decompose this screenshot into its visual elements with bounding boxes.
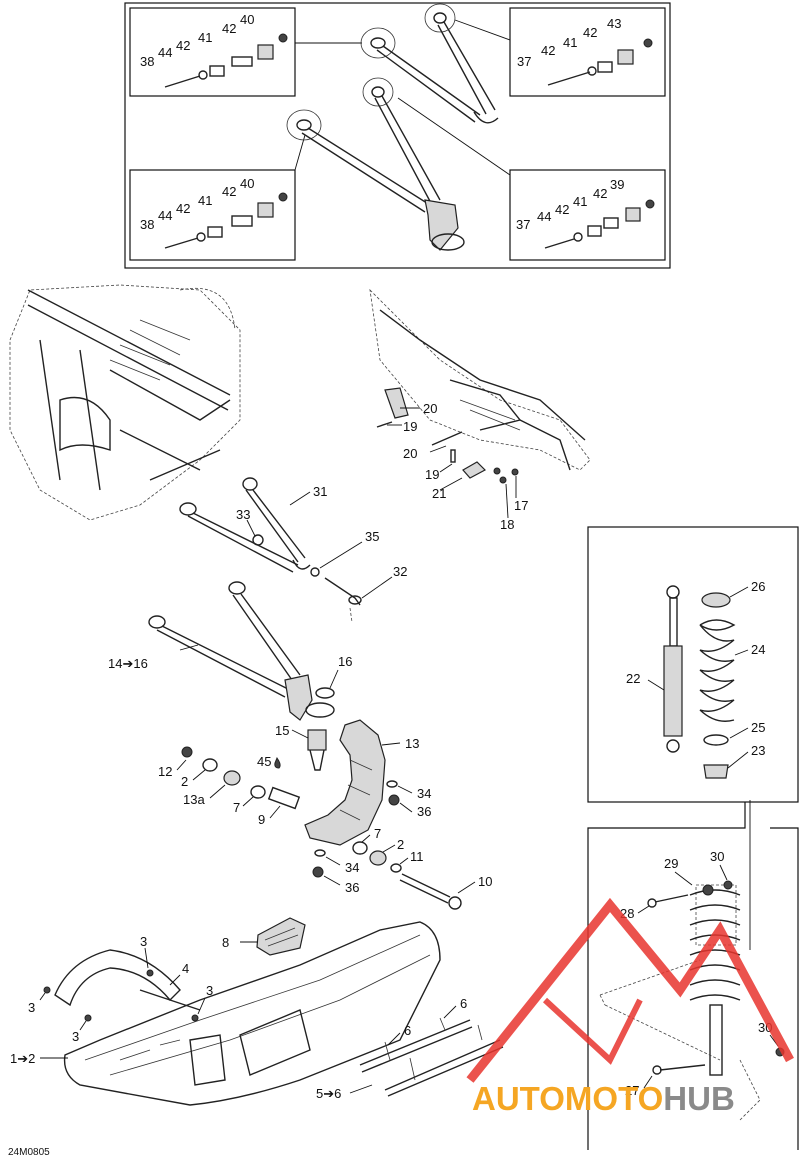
callout: 42 xyxy=(583,25,597,40)
lower-a-arm xyxy=(148,581,339,721)
bracket-hardware xyxy=(376,387,519,519)
callout: 37 xyxy=(516,217,530,232)
callout: 20 xyxy=(423,401,437,416)
callout: 42 xyxy=(593,186,607,201)
hardware-stack-1 xyxy=(164,33,288,88)
callout: 1➔2 xyxy=(10,1051,35,1066)
callout: 45 xyxy=(257,754,271,769)
callout: 9 xyxy=(258,812,265,827)
callout: 37 xyxy=(517,54,531,69)
hardware-box-top-left xyxy=(129,7,296,97)
callout: 22 xyxy=(626,671,640,686)
callout: 42 xyxy=(176,201,190,216)
callout: 30 xyxy=(710,849,724,864)
hardware-box-top-right xyxy=(509,7,666,97)
callout: 42 xyxy=(541,43,555,58)
hardware-box-bottom-right xyxy=(509,169,666,261)
callout: 10 xyxy=(478,874,492,889)
callout: 6 xyxy=(460,996,467,1011)
callout: 44 xyxy=(537,209,551,224)
callout: 41 xyxy=(198,30,212,45)
callout: 13a xyxy=(183,792,205,807)
callout: 2 xyxy=(397,837,404,852)
ski-leg xyxy=(304,719,401,846)
upper-a-arm-top xyxy=(360,3,499,124)
callout: 8 xyxy=(222,935,229,950)
callout: 20 xyxy=(403,446,417,461)
callout: 15 xyxy=(275,723,289,738)
chassis-frame xyxy=(9,284,241,521)
callout: 32 xyxy=(393,564,407,579)
callout: 21 xyxy=(432,486,446,501)
watermark-logo xyxy=(466,897,794,1083)
hardware-box-bottom-left xyxy=(129,169,296,261)
callout: 39 xyxy=(610,177,624,192)
spindle-bolt-hardware xyxy=(312,834,476,910)
callout: 33 xyxy=(236,507,250,522)
spindle-hardware-right xyxy=(386,780,413,813)
callout: 41 xyxy=(573,194,587,209)
diagram-code: 24M0805 xyxy=(8,1147,50,1158)
callout: 42 xyxy=(176,38,190,53)
ski-runners xyxy=(349,1005,504,1097)
callout: 40 xyxy=(240,12,254,27)
callout: 6 xyxy=(404,1023,411,1038)
callout: 24 xyxy=(751,642,765,657)
callout: 3 xyxy=(28,1000,35,1015)
callout: 14➔16 xyxy=(108,656,148,671)
callout: 40 xyxy=(240,176,254,191)
callout: 44 xyxy=(158,45,172,60)
hardware-stack-4 xyxy=(544,199,655,249)
callout: 16 xyxy=(338,654,352,669)
callout: 38 xyxy=(140,217,154,232)
callout: 23 xyxy=(751,743,765,758)
callout: 3 xyxy=(206,983,213,998)
ski xyxy=(39,917,441,1106)
callout: 19 xyxy=(425,467,439,482)
ball-joint xyxy=(291,729,327,771)
callout: 18 xyxy=(500,517,514,532)
callout: 2 xyxy=(181,774,188,789)
upper-a-arm xyxy=(179,477,393,623)
shock-inset xyxy=(587,526,799,803)
callout: 36 xyxy=(417,804,431,819)
callout: 42 xyxy=(222,184,236,199)
callout: 5➔6 xyxy=(316,1086,341,1101)
callout: 34 xyxy=(417,786,431,801)
watermark-text: AUTOMOTOHUB xyxy=(472,1080,735,1117)
callout: 26 xyxy=(751,579,765,594)
callout: 42 xyxy=(555,202,569,217)
spindle-hardware-left xyxy=(176,746,301,819)
callout: 35 xyxy=(365,529,379,544)
callout: 42 xyxy=(222,21,236,36)
callout: 27 xyxy=(625,1083,639,1098)
callout: 19 xyxy=(403,419,417,434)
chassis-frame-rear xyxy=(369,288,591,471)
callout: 36 xyxy=(345,880,359,895)
lower-a-arm-top xyxy=(286,77,465,251)
callout: 7 xyxy=(374,826,381,841)
hardware-stack-3 xyxy=(164,192,288,249)
callout: 11 xyxy=(410,849,424,864)
grease-drop-icon xyxy=(274,756,281,769)
callout: 41 xyxy=(198,193,212,208)
callout: 34 xyxy=(345,860,359,875)
callout: 3 xyxy=(140,934,147,949)
callout: 38 xyxy=(140,54,154,69)
hardware-stack-2 xyxy=(547,38,653,86)
callout: 3 xyxy=(72,1029,79,1044)
callout: 13 xyxy=(405,736,419,751)
callout: 12 xyxy=(158,764,172,779)
callout: 31 xyxy=(313,484,327,499)
callout: 43 xyxy=(607,16,621,31)
callout: 7 xyxy=(233,800,240,815)
callout: 29 xyxy=(664,856,678,871)
callout: 41 xyxy=(563,35,577,50)
callout: 44 xyxy=(158,208,172,223)
callout: 25 xyxy=(751,720,765,735)
callout: 17 xyxy=(514,498,528,513)
callout: 4 xyxy=(182,961,189,976)
upper-arm-inset: 40 42 41 42 44 38 43 42 41 42 37 40 42 4… xyxy=(124,2,671,269)
